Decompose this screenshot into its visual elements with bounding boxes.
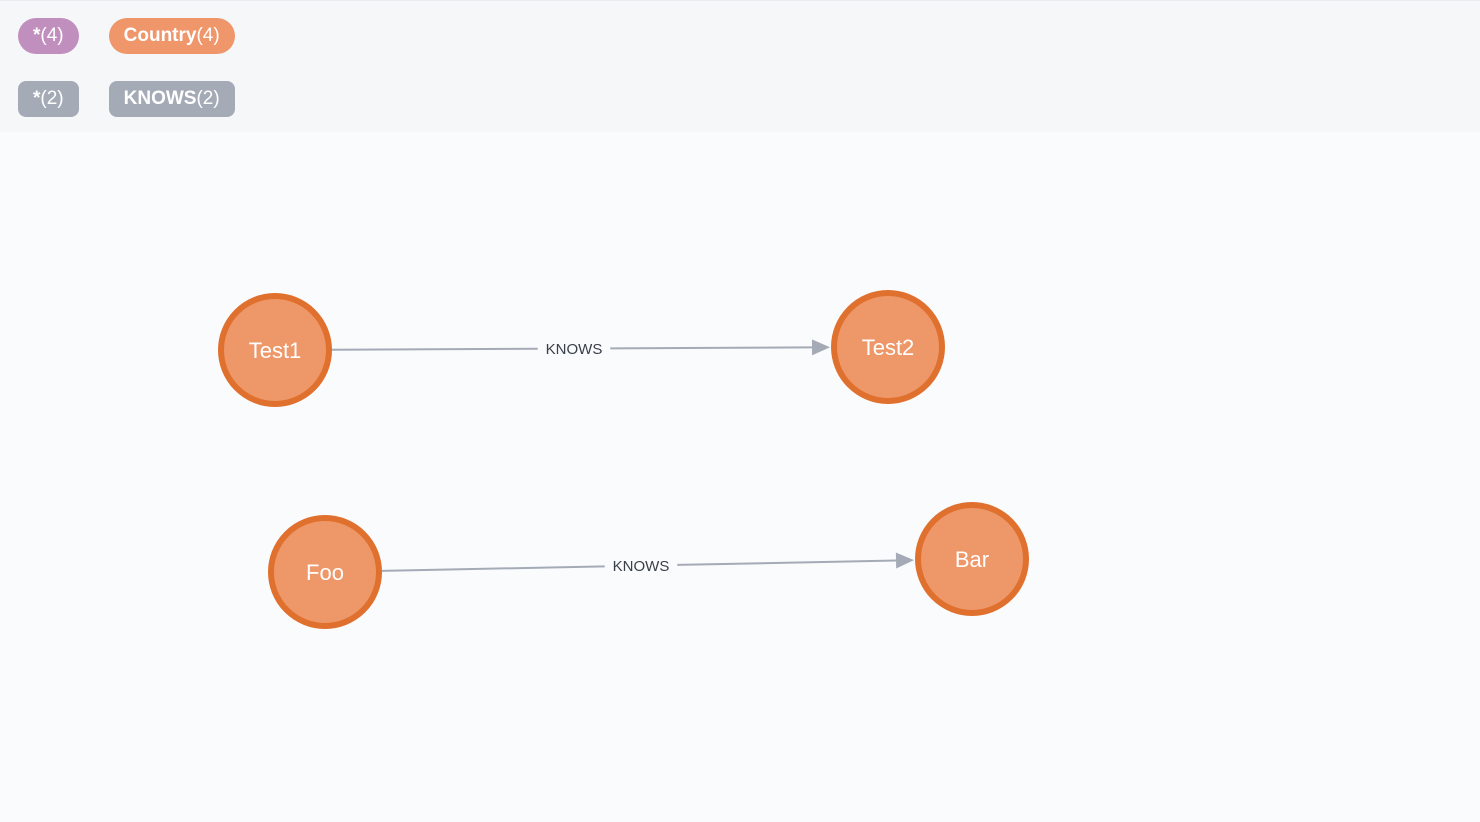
relationship-type-pills-row: *(2)KNOWS(2) bbox=[18, 81, 1480, 117]
graph-node-test1[interactable] bbox=[218, 293, 332, 407]
graph-edge-line[interactable] bbox=[331, 347, 538, 351]
graph-edge-arrowhead bbox=[811, 339, 831, 356]
graph-node-caption: Test1 bbox=[249, 338, 302, 363]
graph-edge-arrowhead bbox=[895, 552, 915, 569]
graph-node-caption: Foo bbox=[306, 560, 344, 585]
pill-label-text: KNOWS bbox=[123, 88, 197, 109]
graph-node-test2[interactable] bbox=[831, 290, 945, 404]
pill-count-text: (4) bbox=[196, 25, 220, 46]
graph-style-legend: *(4)Country(4) *(2)KNOWS(2) bbox=[0, 0, 1480, 132]
pill-label-text: * bbox=[33, 25, 41, 46]
node-label-pills-row: *(4)Country(4) bbox=[18, 18, 1480, 54]
legend-pill-all-relationships[interactable]: *(2) bbox=[18, 81, 79, 117]
graph-edge-label[interactable]: KNOWS bbox=[613, 558, 670, 575]
graph-edge-line[interactable] bbox=[381, 565, 605, 572]
pill-count-text: (4) bbox=[40, 25, 64, 46]
graph-node-caption: Test2 bbox=[862, 335, 915, 360]
legend-pill-country-nodes[interactable]: Country(4) bbox=[108, 18, 235, 54]
graph-edge-line[interactable] bbox=[610, 346, 813, 350]
graph-node-foo[interactable] bbox=[268, 515, 382, 629]
pill-count-text: (2) bbox=[196, 88, 220, 109]
pill-count-text: (2) bbox=[40, 88, 64, 109]
graph-edge-label[interactable]: KNOWS bbox=[546, 341, 603, 358]
graph-node-caption: Bar bbox=[955, 547, 989, 572]
legend-pill-all-nodes[interactable]: *(4) bbox=[18, 18, 79, 54]
graph-node-bar[interactable] bbox=[915, 502, 1029, 616]
pill-label-text: * bbox=[33, 88, 41, 109]
pill-label-text: Country bbox=[123, 25, 197, 46]
legend-pill-knows-relationships[interactable]: KNOWS(2) bbox=[108, 81, 235, 117]
graph-edge-line[interactable] bbox=[677, 559, 897, 566]
